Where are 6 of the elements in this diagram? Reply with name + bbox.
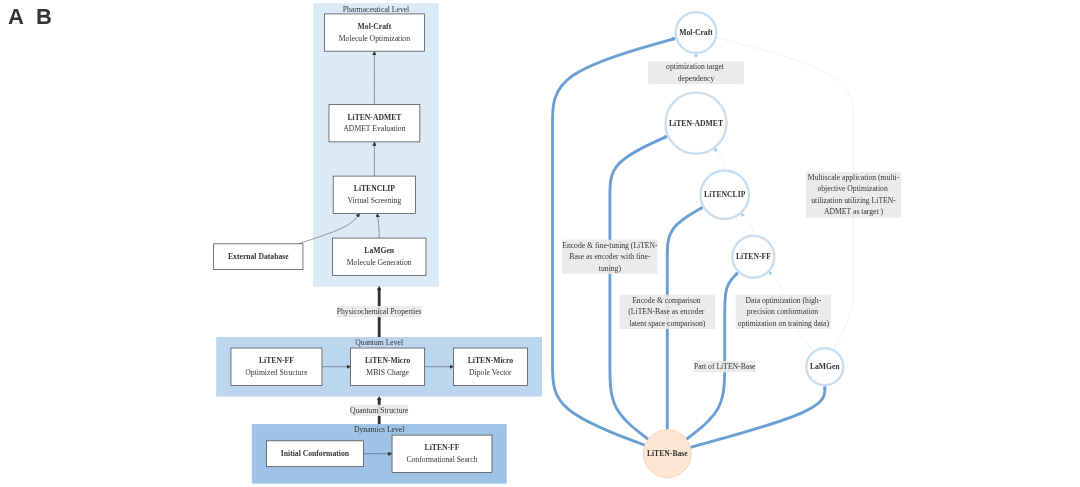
arrow — [690, 385, 827, 449]
panel-letter: B — [35, 4, 52, 30]
panel-letter: A — [8, 4, 24, 30]
arrow — [551, 37, 677, 447]
arrow — [608, 135, 669, 441]
arrow — [685, 271, 739, 441]
